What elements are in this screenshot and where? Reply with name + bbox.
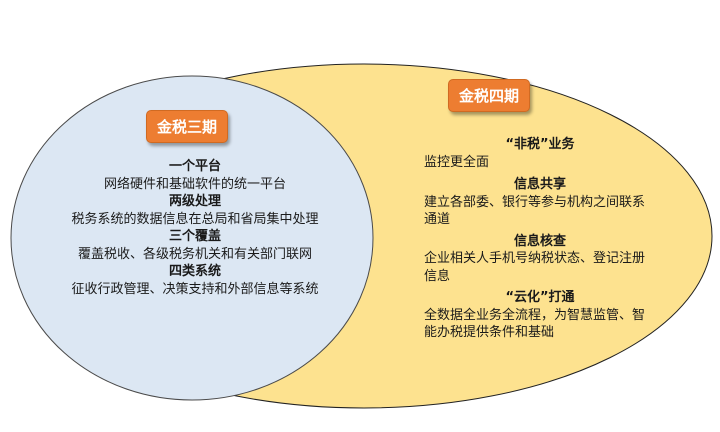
inner-item-2-heading: 两级处理 bbox=[168, 194, 221, 209]
outer-item-2-text: 建立各部委、银行等参与机构之间联系通道 bbox=[424, 194, 646, 228]
inner-ellipse-jinshui-3 bbox=[10, 75, 374, 401]
inner-label-badge: 金税三期 bbox=[146, 110, 229, 143]
outer-item-1-text: 监控更全面 bbox=[424, 154, 490, 170]
outer-item-4-text: 全数据全业务全流程，为智慧监管、智能办税提供条件和基础 bbox=[424, 307, 646, 341]
inner-item-1-heading: 一个平台 bbox=[168, 159, 221, 174]
outer-item-3-heading: 信息核查 bbox=[513, 233, 566, 249]
outer-item-4-heading: “云化”打通 bbox=[505, 290, 575, 305]
outer-label-badge: 金税四期 bbox=[448, 79, 531, 112]
inner-item-4-text: 征收行政管理、决策支持和外部信息等系统 bbox=[71, 281, 319, 297]
outer-content: “非税”业务 监控更全面 信息共享 建立各部委、银行等参与机构之间联系通道 信息… bbox=[424, 136, 656, 342]
inner-item-1-text: 网络硬件和基础软件的统一平台 bbox=[103, 176, 286, 192]
outer-item-2-heading: 信息共享 bbox=[513, 177, 566, 192]
inner-item-2-text: 税务系统的数据信息在总局和省局集中处理 bbox=[71, 211, 319, 227]
inner-content: 一个平台 网络硬件和基础软件的统一平台 两级处理 税务系统的数据信息在总局和省局… bbox=[60, 158, 330, 298]
inner-item-4-heading: 四类系统 bbox=[168, 264, 221, 279]
inner-item-3-text: 覆盖税收、各级税务机关和有关部门联网 bbox=[77, 246, 312, 262]
outer-item-3-text: 企业相关人手机号纳税状态、登记注册信息 bbox=[424, 251, 646, 284]
outer-item-1-heading: “非税”业务 bbox=[505, 137, 575, 152]
inner-item-3-heading: 三个覆盖 bbox=[168, 229, 221, 244]
